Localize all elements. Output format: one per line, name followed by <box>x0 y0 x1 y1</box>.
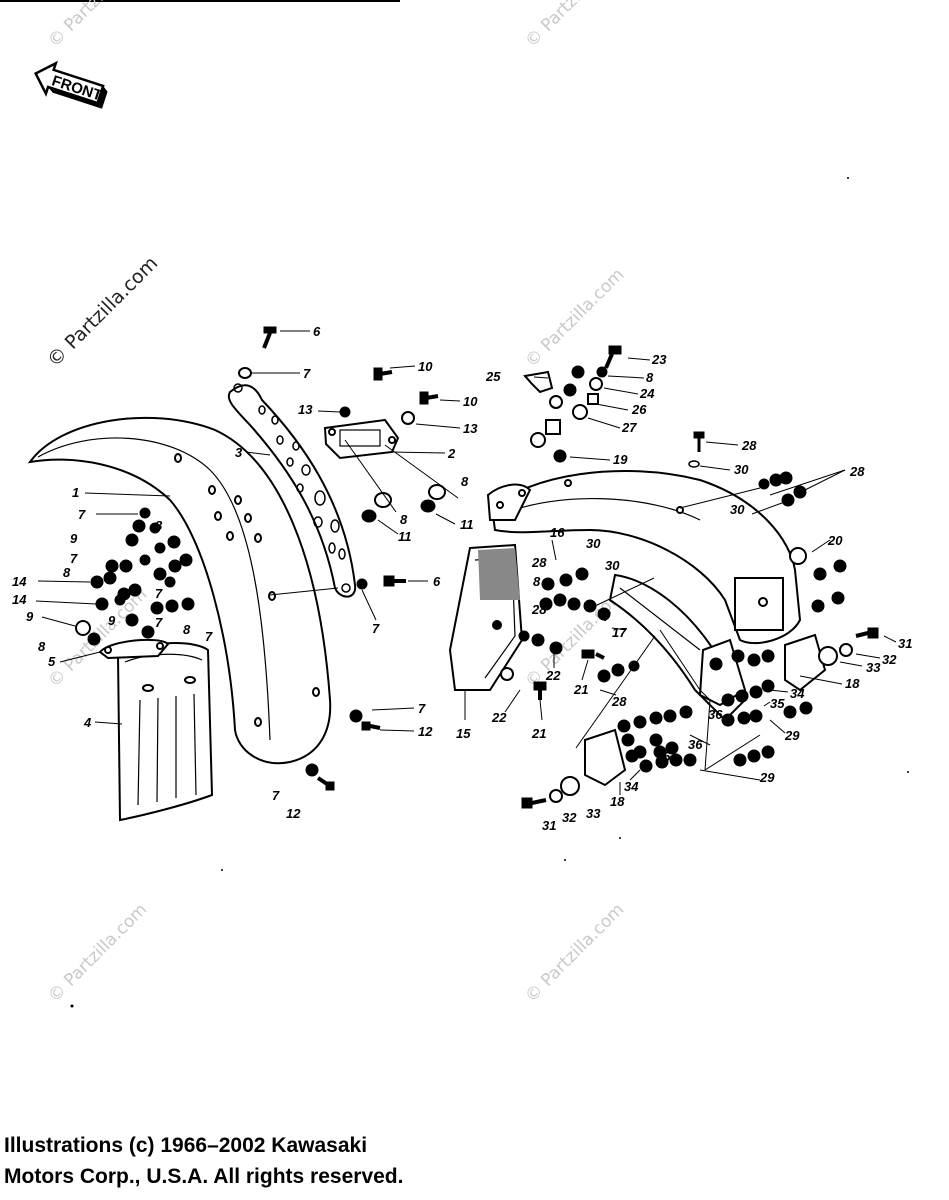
callout-label: 14 <box>12 592 27 607</box>
callout-label: 32 <box>562 810 577 825</box>
watermark-text: © Partzilla.com <box>521 0 628 52</box>
callout-label: 24 <box>639 386 655 401</box>
leader-lines <box>35 330 897 795</box>
callout-label: 5 <box>48 654 56 669</box>
callout-label: 3 <box>235 445 243 460</box>
callout-label: 7 <box>372 621 380 636</box>
callout-label: 33 <box>586 806 601 821</box>
callout-labels: 6 7 10 10 13 13 3 2 8 8 11 11 1 7 8 9 7 … <box>12 324 912 833</box>
callout-label: 7 <box>155 615 163 630</box>
callout-label: 18 <box>610 794 625 809</box>
callout-label: 29 <box>784 728 800 743</box>
watermark-text: © Partzilla.com <box>44 900 151 1007</box>
callout-label: 21 <box>573 682 588 697</box>
callout-label: 28 <box>531 555 547 570</box>
callout-label: 8 <box>533 574 541 589</box>
callout-label: 30 <box>586 536 601 551</box>
callout-label: 7 <box>418 701 426 716</box>
callout-label: 8 <box>400 512 408 527</box>
callout-label: 35 <box>656 749 671 764</box>
callout-label: 9 <box>108 613 116 628</box>
front-fender <box>27 416 332 765</box>
callout-label: 10 <box>463 394 478 409</box>
callout-label: 26 <box>631 402 647 417</box>
callout-label: 13 <box>463 421 478 436</box>
chain-guard <box>448 543 524 691</box>
callout-label: 8 <box>155 518 163 533</box>
callout-label: 8 <box>63 565 71 580</box>
callout-label: 10 <box>418 359 433 374</box>
callout-label: 13 <box>298 402 313 417</box>
callout-label: 12 <box>418 724 433 739</box>
callout-label: 9 <box>26 609 34 624</box>
callout-label: 34 <box>624 779 639 794</box>
callout-label: 8 <box>461 474 469 489</box>
watermark-text: © Partzilla.com <box>521 900 628 1007</box>
callout-label: 4 <box>83 715 92 730</box>
callout-label: 1 <box>72 485 79 500</box>
callout-label: 23 <box>651 352 667 367</box>
callout-label: 16 <box>550 525 565 540</box>
callout-label: 8 <box>646 370 654 385</box>
callout-label: 30 <box>730 502 745 517</box>
specks <box>70 177 909 1008</box>
callout-label: 6 <box>313 324 321 339</box>
callout-label: 7 <box>70 551 78 566</box>
callout-label: 22 <box>491 710 507 725</box>
callout-label: 2 <box>447 446 456 461</box>
callout-label: 7 <box>78 507 86 522</box>
watermark-text: © Partzilla.com <box>43 252 162 371</box>
callout-label: 9 <box>70 531 78 546</box>
callout-label: 7 <box>603 609 611 624</box>
callout-label: 12 <box>286 806 301 821</box>
callout-label: 36 <box>708 707 723 722</box>
callout-label: 6 <box>433 574 441 589</box>
callout-label: 11 <box>398 529 412 544</box>
watermark-text: © Partzilla.com <box>44 0 151 52</box>
fender-brace <box>227 383 357 598</box>
callout-label: 8 <box>38 639 46 654</box>
callout-label: 28 <box>741 438 757 453</box>
copyright-notice: Illustrations (c) 1966–2002 Kawasaki Mot… <box>4 1130 403 1192</box>
callout-label: 31 <box>542 818 556 833</box>
front-hardware <box>75 326 446 791</box>
callout-label: 11 <box>460 517 474 532</box>
callout-label: 28 <box>531 602 547 617</box>
callout-label: 33 <box>866 660 881 675</box>
callout-label: 32 <box>882 652 897 667</box>
callout-label: 34 <box>790 686 805 701</box>
callout-label: 22 <box>545 668 561 683</box>
copyright-line-2: Motors Corp., U.S.A. All rights reserved… <box>4 1165 404 1188</box>
callout-label: 7 <box>303 366 311 381</box>
callout-label: 31 <box>898 636 912 651</box>
callout-label: 14 <box>12 574 27 589</box>
callout-label: 25 <box>485 369 501 384</box>
callout-label: 19 <box>613 452 628 467</box>
callout-label: 15 <box>456 726 471 741</box>
callout-label: 20 <box>827 533 843 548</box>
callout-label: 7 <box>155 586 163 601</box>
callout-label: 8 <box>183 622 191 637</box>
top-bracket <box>323 418 400 460</box>
callout-label: 30 <box>734 462 749 477</box>
callout-label: 7 <box>205 629 213 644</box>
callout-label: 18 <box>845 676 860 691</box>
callout-label: 17 <box>612 625 627 640</box>
callout-label: 28 <box>849 464 865 479</box>
copyright-line-1: Illustrations (c) 1966–2002 Kawasaki <box>4 1134 368 1157</box>
callout-label: 30 <box>605 558 620 573</box>
front-arrow-icon: FRONT <box>33 60 108 109</box>
callout-label: 35 <box>770 696 785 711</box>
callout-label: 36 <box>688 737 703 752</box>
callout-label: 29 <box>759 770 775 785</box>
rear-fender <box>486 470 802 645</box>
rear-hardware <box>500 345 879 809</box>
callout-label: 21 <box>531 726 546 741</box>
callout-label: 28 <box>611 694 627 709</box>
callout-label: 7 <box>272 788 280 803</box>
callout-label: 27 <box>621 420 637 435</box>
mud-flap <box>98 638 214 822</box>
